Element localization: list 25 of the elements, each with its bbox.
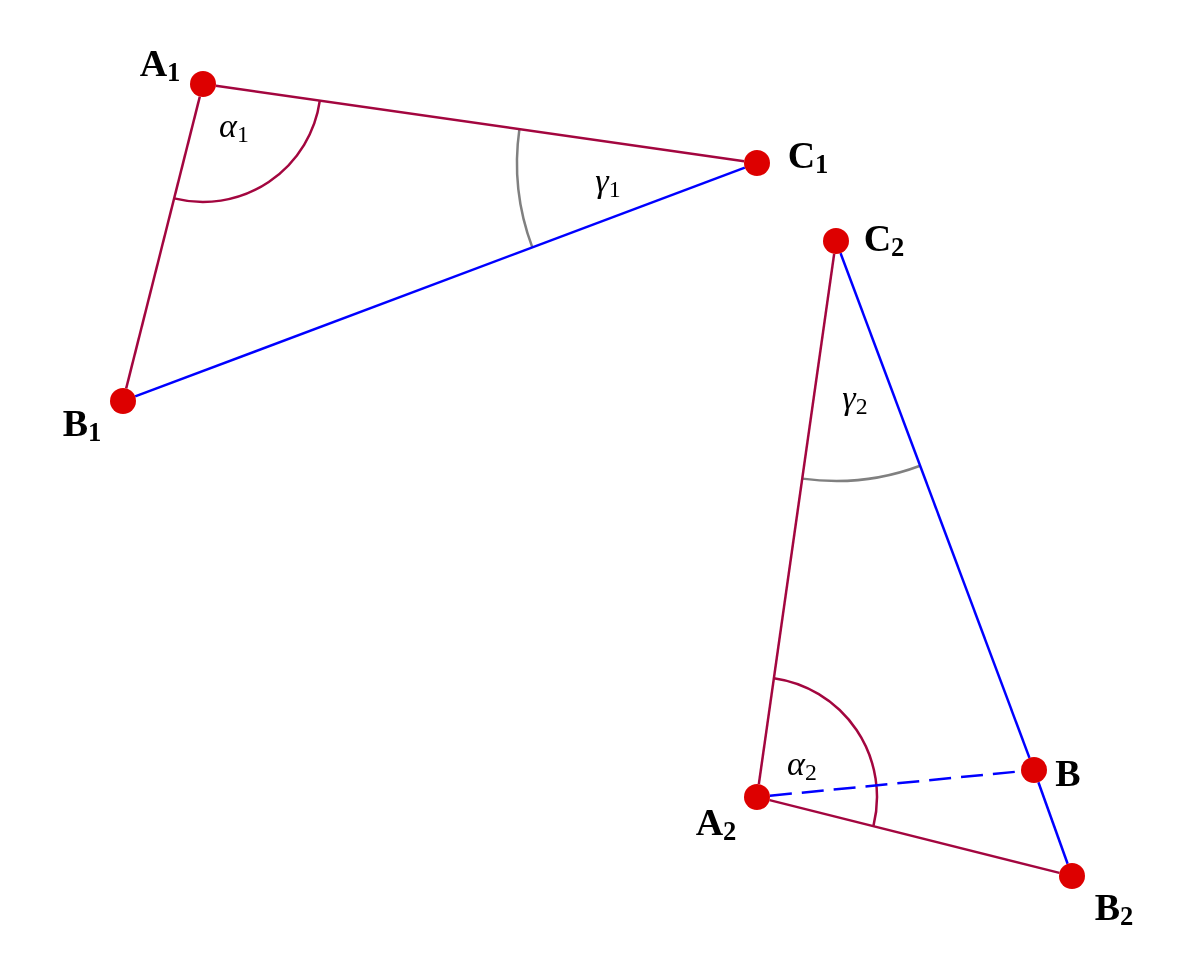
angle-label: γ$_{2}$ [842,381,868,419]
point-label: B$_{2}$ [1094,888,1134,930]
point-marker [1059,863,1085,889]
point-label: A$_{2}$ [695,803,737,845]
angle-label: α$_{1}$ [219,109,249,147]
line-segment [757,253,836,785]
line-segment [769,798,1060,875]
point-label: C$_{1}$ [787,136,829,178]
line-segment [1037,781,1069,865]
point-marker [190,71,216,97]
point-label: A$_{1}$ [139,44,181,86]
point-marker [110,388,136,414]
point-marker [744,150,770,176]
point-label: B$_{1}$ [62,404,102,446]
angle-label: α$_{2}$ [787,747,817,785]
point-marker [823,228,849,254]
angle-label: γ$_{1}$ [595,164,621,202]
point-marker [744,784,770,810]
line-segment [839,252,1031,759]
point-marker [1021,757,1047,783]
line-segment [134,166,746,398]
line-segment [215,84,745,163]
line-segment [124,96,202,389]
point-label: B [1055,754,1081,792]
point-label: C$_{2}$ [863,219,905,261]
